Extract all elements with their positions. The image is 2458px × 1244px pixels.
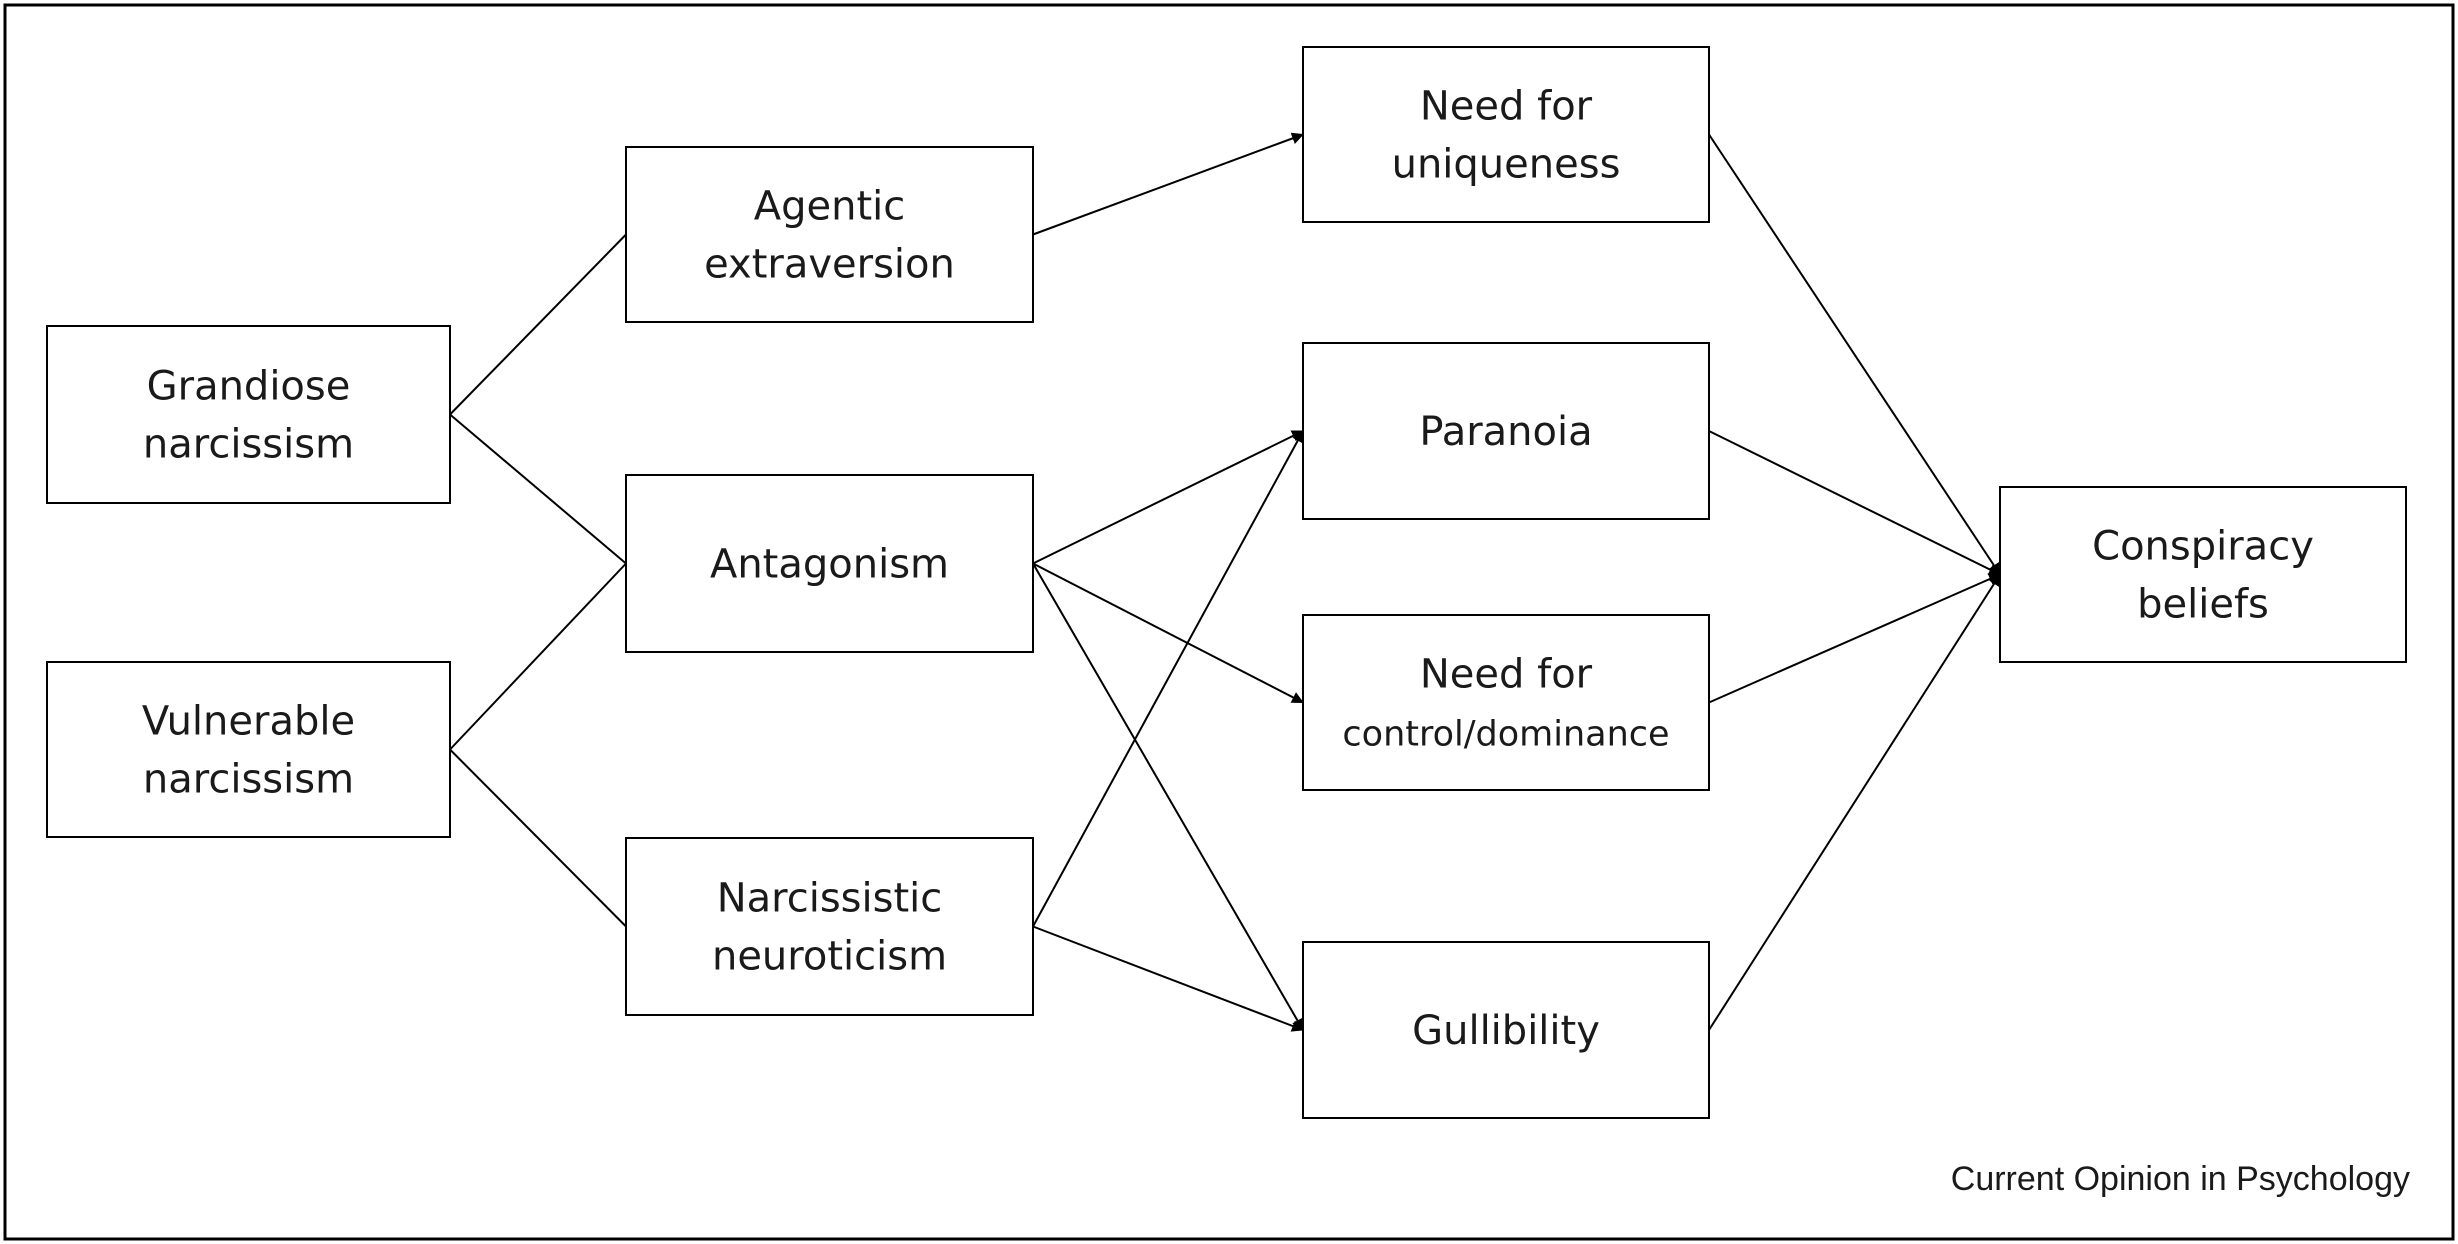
edge-uniqueness-to-conspiracy xyxy=(1708,133,2001,576)
node-label-conspiracy-2: beliefs xyxy=(2137,582,2269,628)
node-label-agentic-2: extraversion xyxy=(704,242,955,288)
edge-neuroticism-to-gullibility xyxy=(1032,925,1304,1032)
node-box-paranoia xyxy=(1302,342,1710,520)
node-label-uniqueness-2: uniqueness xyxy=(1392,142,1621,188)
node-box-grandiose xyxy=(46,325,451,504)
edge-antagonism-to-control xyxy=(1032,562,1304,704)
edge-grandiose-to-agentic xyxy=(449,233,627,416)
node-box-neuroticism xyxy=(625,837,1034,1016)
node-label-paranoia-1: Paranoia xyxy=(1419,409,1592,455)
edge-paranoia-to-conspiracy xyxy=(1708,430,2001,576)
node-label-neuroticism-1: Narcissistic xyxy=(717,876,943,922)
node-box-conspiracy xyxy=(1999,486,2407,663)
edge-control-to-conspiracy xyxy=(1708,573,2001,704)
node-neuroticism: Narcissistic neuroticism xyxy=(625,837,1034,1016)
node-agentic: Agentic extraversion xyxy=(625,146,1034,323)
edge-grandiose-to-antagonism xyxy=(449,413,627,565)
node-label-grandiose-1: Grandiose xyxy=(147,364,351,410)
node-vulnerable: Vulnerable narcissism xyxy=(46,661,451,838)
node-gullibility: Gullibility xyxy=(1302,941,1710,1119)
node-label-agentic-1: Agentic xyxy=(754,184,906,230)
node-box-control xyxy=(1302,614,1710,791)
node-uniqueness: Need for uniqueness xyxy=(1302,46,1710,223)
source-credit: Current Opinion in Psychology xyxy=(1951,1160,2410,1198)
edge-antagonism-to-gullibility xyxy=(1032,562,1304,1031)
nodes-layer: GrandiosenarcissismVulnerablenarcissismA… xyxy=(46,46,2407,1119)
node-paranoia: Paranoia xyxy=(1302,342,1710,520)
node-label-control-1: Need for xyxy=(1420,652,1593,698)
node-label-gullibility-1: Gullibility xyxy=(1412,1008,1600,1054)
node-conspiracy: Conspiracy beliefs xyxy=(1999,486,2407,663)
node-label-uniqueness-1: Need for xyxy=(1420,84,1593,130)
node-label-vulnerable-1: Vulnerable xyxy=(142,699,355,745)
node-control: Need for control/dominance xyxy=(1302,614,1710,791)
node-label-neuroticism-2: neuroticism xyxy=(712,934,947,980)
node-label-vulnerable-2: narcissism xyxy=(143,757,354,803)
edge-antagonism-to-paranoia xyxy=(1032,430,1304,565)
node-label-antagonism-1: Antagonism xyxy=(710,542,949,588)
edge-agentic-to-uniqueness xyxy=(1032,132,1304,236)
edge-neuroticism-to-paranoia xyxy=(1032,430,1304,927)
node-label-grandiose-2: narcissism xyxy=(143,422,354,468)
edge-vulnerable-to-antagonism xyxy=(449,562,627,751)
node-box-uniqueness xyxy=(1302,46,1710,223)
node-box-vulnerable xyxy=(46,661,451,838)
edge-gullibility-to-conspiracy xyxy=(1708,573,2001,1031)
node-label-control-2: control/dominance xyxy=(1342,715,1669,755)
edges-layer xyxy=(449,132,2001,1032)
node-box-agentic xyxy=(625,146,1034,323)
node-box-antagonism xyxy=(625,474,1034,653)
node-box-gullibility xyxy=(1302,941,1710,1119)
node-grandiose: Grandiose narcissism xyxy=(46,325,451,504)
node-antagonism: Antagonism xyxy=(625,474,1034,653)
edge-vulnerable-to-neuroticism xyxy=(449,748,627,928)
node-label-conspiracy-1: Conspiracy xyxy=(2092,524,2314,570)
